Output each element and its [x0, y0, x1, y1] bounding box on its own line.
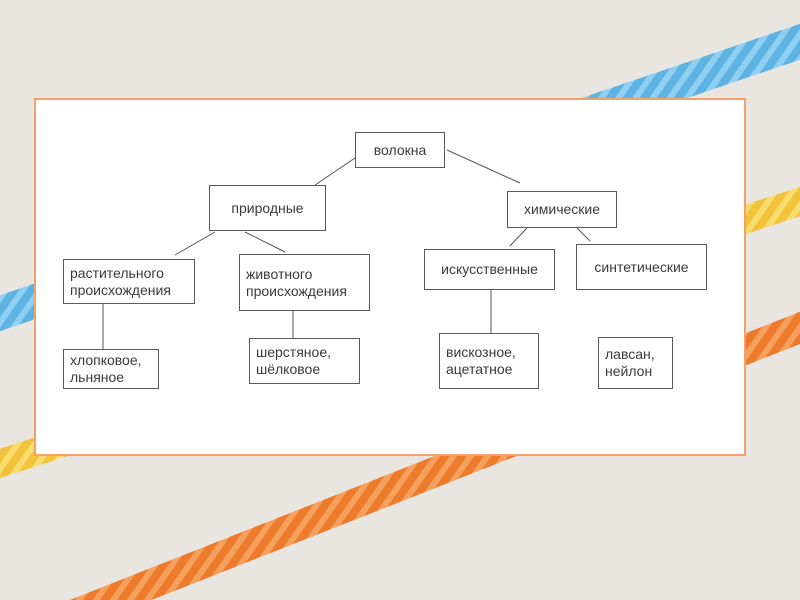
animal-node: животного происхождения — [239, 254, 370, 311]
synthetic-node: синтетические — [576, 244, 707, 290]
artificial-label: искусственные — [441, 261, 538, 277]
synthetic-label: синтетические — [594, 258, 689, 275]
plant-node: растительного происхождения — [63, 259, 195, 304]
artificial-node: искусственные — [424, 249, 555, 290]
plant-examples-node: хлопковое, льняное — [63, 349, 159, 389]
artificial-examples-node: вискозное, ацетатное — [439, 333, 539, 389]
chemical-node: химические — [507, 191, 617, 228]
animal-examples-node: шерстяное, шёлковое — [249, 338, 360, 384]
plant-examples: хлопковое, льняное — [70, 352, 142, 385]
animal-label: животного происхождения — [246, 265, 347, 299]
root-node: волокна — [355, 132, 445, 168]
root-label: волокна — [373, 141, 427, 158]
plant-label: растительного происхождения — [70, 264, 171, 298]
artificial-examples: вискозное, ацетатное — [446, 344, 516, 377]
synthetic-examples-node: лавсан, нейлон — [598, 337, 673, 389]
natural-node: природные — [209, 185, 326, 231]
synthetic-examples: лавсан, нейлон — [605, 346, 655, 379]
animal-examples: шерстяное, шёлковое — [256, 344, 331, 377]
natural-label: природные — [231, 199, 304, 216]
chemical-label: химические — [523, 201, 601, 217]
